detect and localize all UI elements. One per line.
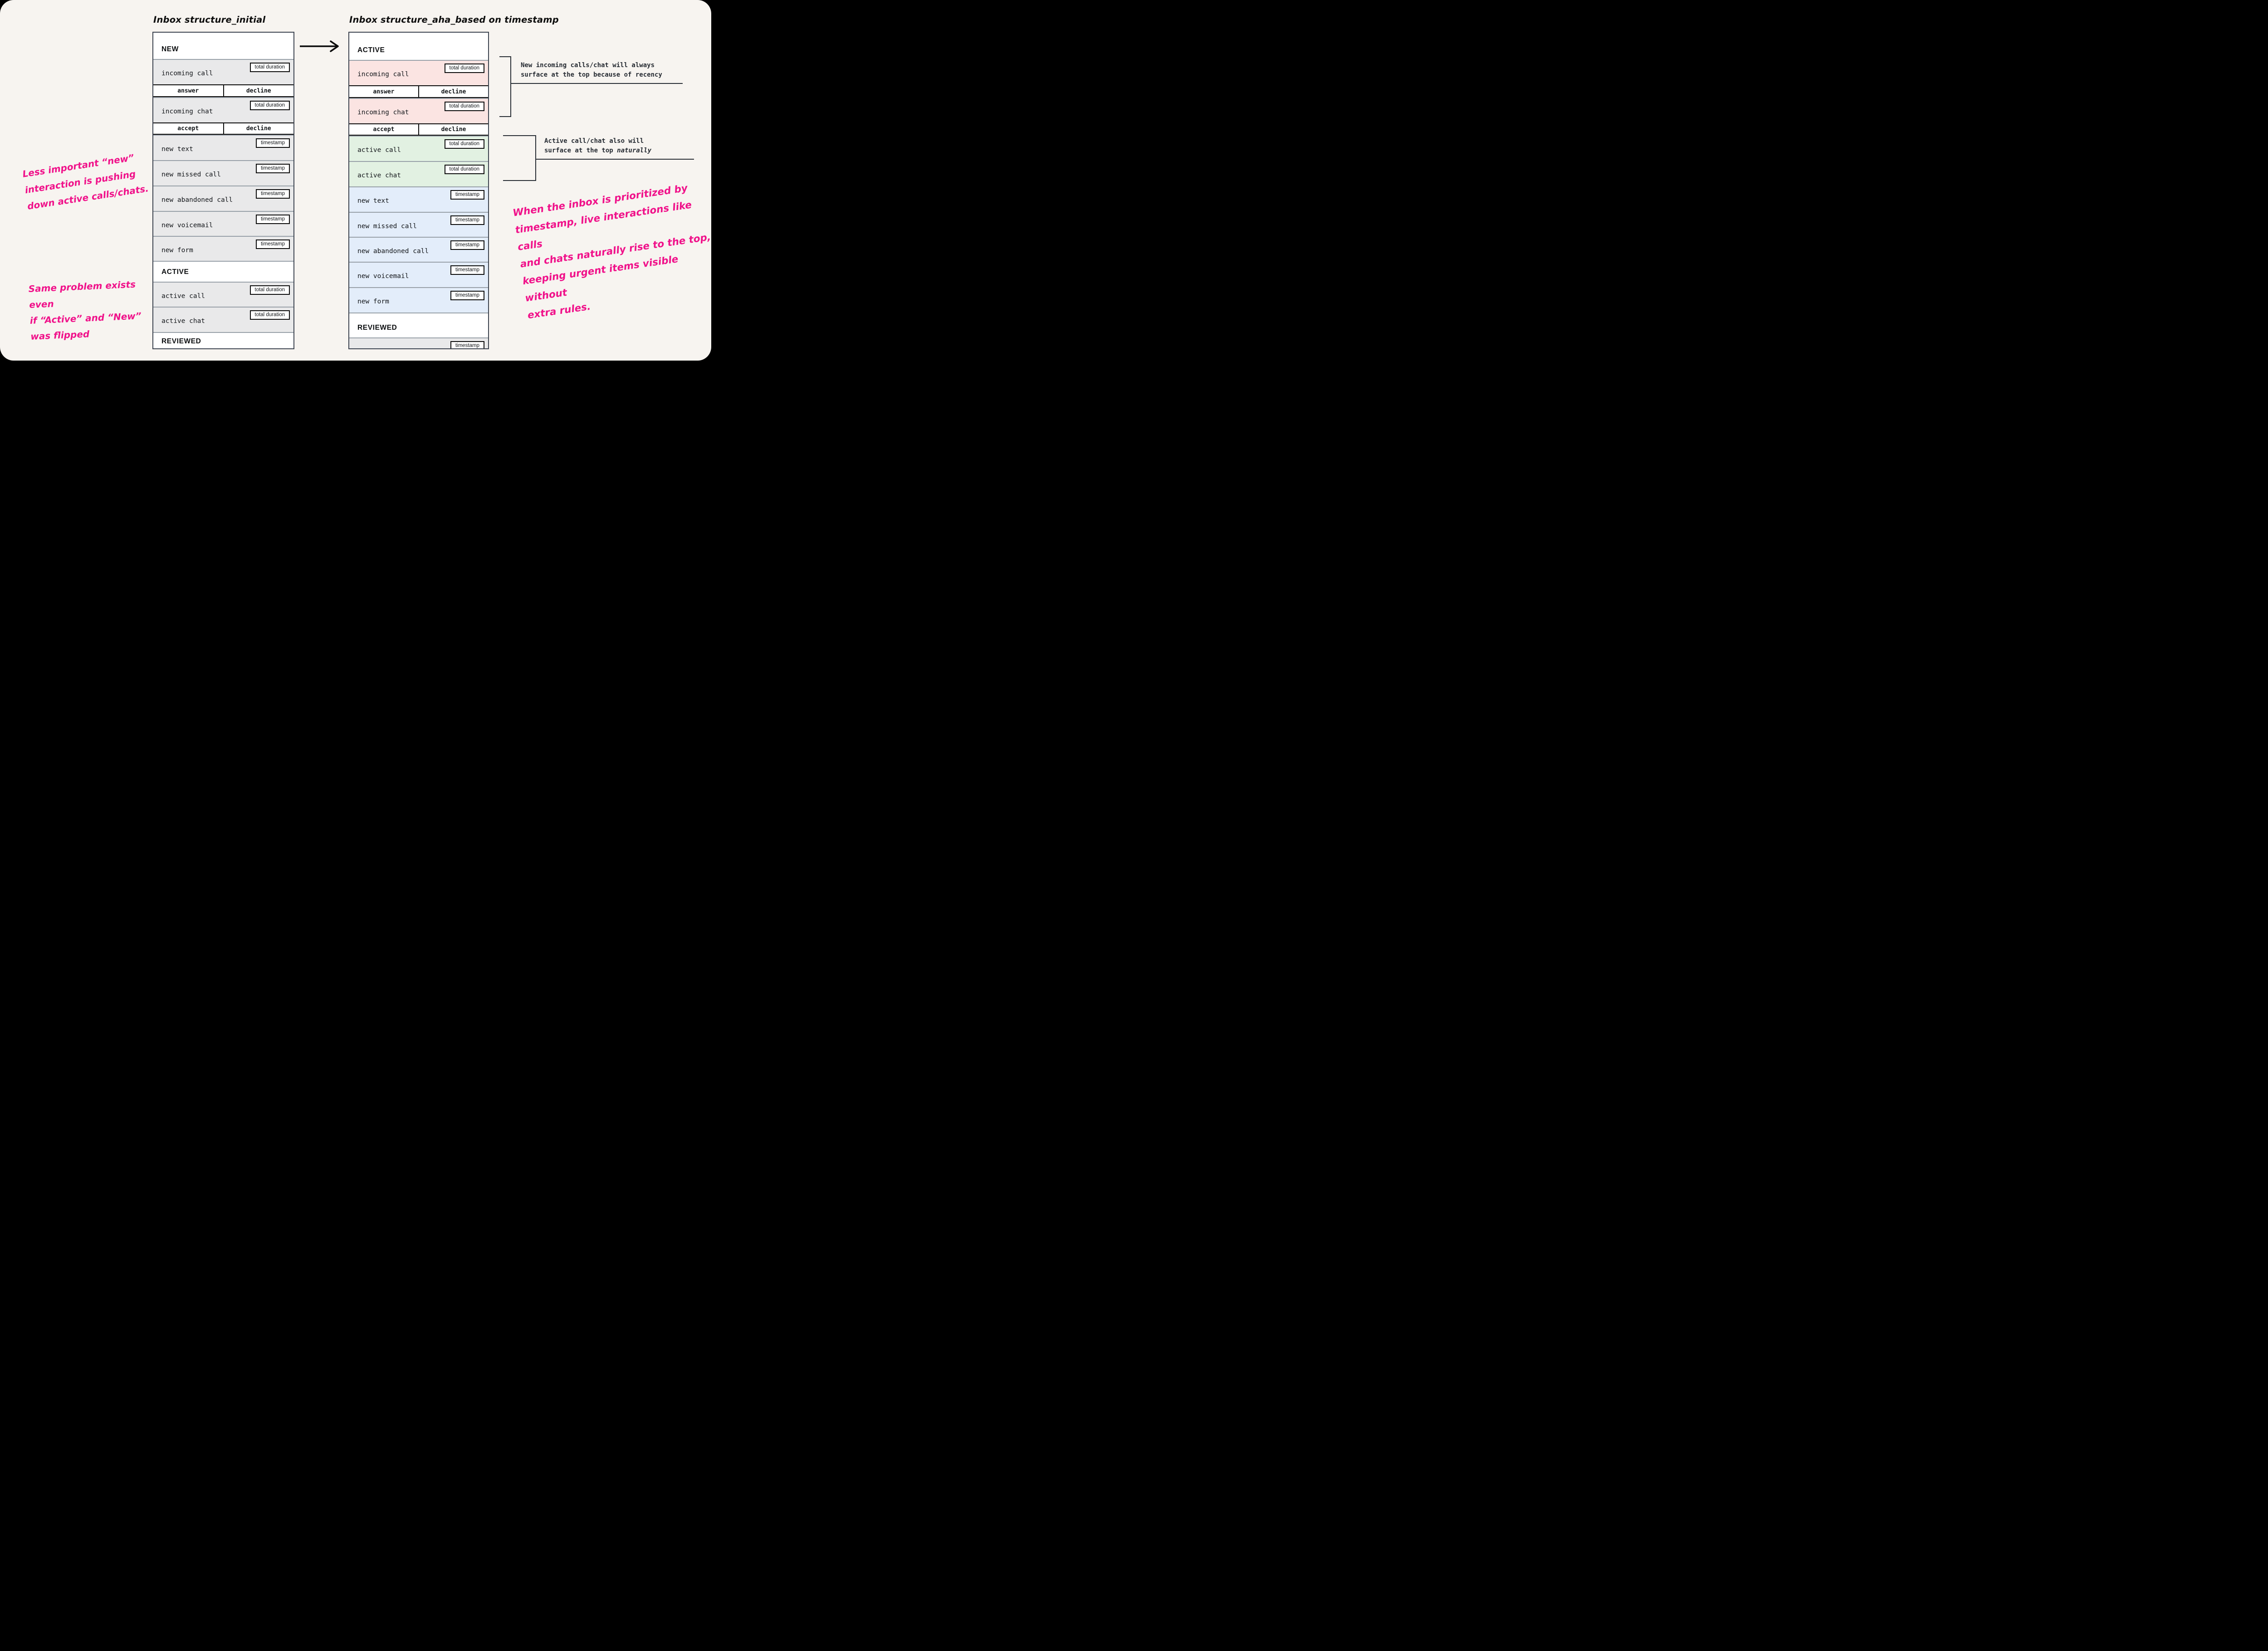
inbox-item-row: new voicemail timestamp xyxy=(349,262,488,287)
total-duration-chip: total duration xyxy=(444,165,484,174)
row-label: incoming call xyxy=(161,70,213,77)
total-duration-chip: total duration xyxy=(249,310,290,320)
inbox-item-row: active chat total duration xyxy=(153,307,293,332)
inbox-item-row: incoming call total duration xyxy=(349,60,488,85)
row-label: new missed call xyxy=(161,171,221,178)
bracket-active-rows xyxy=(503,135,536,181)
note-active-line1: Active call/chat also will xyxy=(544,137,644,145)
row-label: new voicemail xyxy=(357,273,409,280)
annotation-timestamp-paragraph: When the inbox is prioritized by timesta… xyxy=(512,182,711,322)
section-header-row: NEW xyxy=(153,33,293,59)
section-header-label: NEW xyxy=(161,45,179,53)
timestamp-chip: timestamp xyxy=(450,341,484,348)
row-label: active call xyxy=(357,147,401,154)
right-diagram-title: Inbox structure_aha_based on timestamp xyxy=(349,15,559,25)
section-header-label: REVIEWED xyxy=(357,324,397,332)
section-header-row: REVIEWED xyxy=(153,332,293,348)
timestamp-chip: timestamp xyxy=(450,215,484,225)
section-header-label: REVIEWED xyxy=(161,337,201,345)
timestamp-chip: timestamp xyxy=(255,215,290,224)
timestamp-chip: timestamp xyxy=(255,164,290,173)
inbox-item-row: active call total duration xyxy=(153,282,293,307)
row-label: new form xyxy=(357,298,389,305)
inbox-item-row: new missed call timestamp xyxy=(349,212,488,237)
row-label: new text xyxy=(161,146,193,153)
inbox-item-row: incoming chat total duration xyxy=(349,98,488,123)
row-label: active chat xyxy=(357,172,401,179)
inbox-item-row: new abandoned call timestamp xyxy=(349,237,488,262)
inbox-item-row: new form timestamp xyxy=(153,236,293,261)
row-label: new missed call xyxy=(357,222,417,230)
decline-button[interactable]: decline xyxy=(223,123,293,134)
row-label: new abandoned call xyxy=(161,196,233,204)
inbox-item-row: new missed call timestamp xyxy=(153,160,293,186)
inbox-item-row: new voicemail timestamp xyxy=(153,211,293,236)
total-duration-chip: total duration xyxy=(444,102,484,111)
row-label: new form xyxy=(161,246,193,254)
decline-button[interactable]: decline xyxy=(418,86,488,97)
total-duration-chip: total duration xyxy=(444,139,484,149)
row-label: text xyxy=(357,347,373,348)
right-arrow-icon xyxy=(300,40,339,52)
section-header-row: ACTIVE xyxy=(153,261,293,282)
row-label: new abandoned call xyxy=(357,247,429,255)
annotation-same-problem: Same problem exists even if “Active” and… xyxy=(28,278,142,342)
accept-button[interactable]: accept xyxy=(349,124,418,135)
section-header-label: ACTIVE xyxy=(357,46,385,54)
row-label: active call xyxy=(161,292,205,300)
row-label: incoming call xyxy=(357,71,409,78)
section-header-label: ACTIVE xyxy=(161,268,189,276)
answer-button[interactable]: answer xyxy=(349,86,418,97)
accept-button[interactable]: accept xyxy=(153,123,223,134)
annotation-less-important: Less important “new” interaction is push… xyxy=(21,152,150,212)
note-new-incoming: New incoming calls/chat will always surf… xyxy=(521,62,662,78)
timestamp-chip: timestamp xyxy=(255,189,290,199)
timestamp-chip: timestamp xyxy=(450,190,484,200)
note1-underline xyxy=(511,83,683,84)
row-label: incoming chat xyxy=(357,109,409,116)
answer-button[interactable]: answer xyxy=(153,85,223,96)
inbox-item-row: new text timestamp xyxy=(153,135,293,160)
row-label: new voicemail xyxy=(161,221,213,229)
timestamp-chip: timestamp xyxy=(450,291,484,300)
total-duration-chip: total duration xyxy=(249,285,290,295)
inbox-item-row: active call total duration xyxy=(349,136,488,161)
inbox-item-row: new abandoned call timestamp xyxy=(153,186,293,211)
total-duration-chip: total duration xyxy=(444,64,484,73)
note-active-call: Active call/chat also will surface at th… xyxy=(544,137,651,156)
timestamp-chip: timestamp xyxy=(450,240,484,250)
decline-button[interactable]: decline xyxy=(418,124,488,135)
timestamp-chip: timestamp xyxy=(450,265,484,275)
inbox-item-row: text timestamp xyxy=(349,337,488,348)
total-duration-chip: total duration xyxy=(249,63,290,72)
row-label: incoming chat xyxy=(161,108,213,115)
note-active-naturally: naturally xyxy=(617,147,652,154)
inbox-item-row: new form timestamp xyxy=(349,287,488,313)
inbox-item-row: incoming call total duration xyxy=(153,59,293,84)
row-label: active chat xyxy=(161,318,205,325)
left-diagram-title: Inbox structure_initial xyxy=(153,15,266,25)
note2-underline xyxy=(536,159,694,160)
decline-button[interactable]: decline xyxy=(223,85,293,96)
note-active-line2-prefix: surface at the top xyxy=(544,147,617,154)
whiteboard-canvas: Inbox structure_initial Inbox structure_… xyxy=(0,0,711,361)
timestamp-chip: timestamp xyxy=(255,138,290,148)
bracket-new-rows xyxy=(499,56,511,117)
row-label: new text xyxy=(357,197,389,205)
section-header-row: REVIEWED xyxy=(349,313,488,337)
inbox-item-row: active chat total duration xyxy=(349,161,488,186)
timestamp-chip: timestamp xyxy=(255,239,290,249)
inbox-item-row: new text timestamp xyxy=(349,186,488,212)
total-duration-chip: total duration xyxy=(249,101,290,110)
inbox-item-row: incoming chat total duration xyxy=(153,97,293,122)
section-header-row: ACTIVE xyxy=(349,33,488,60)
